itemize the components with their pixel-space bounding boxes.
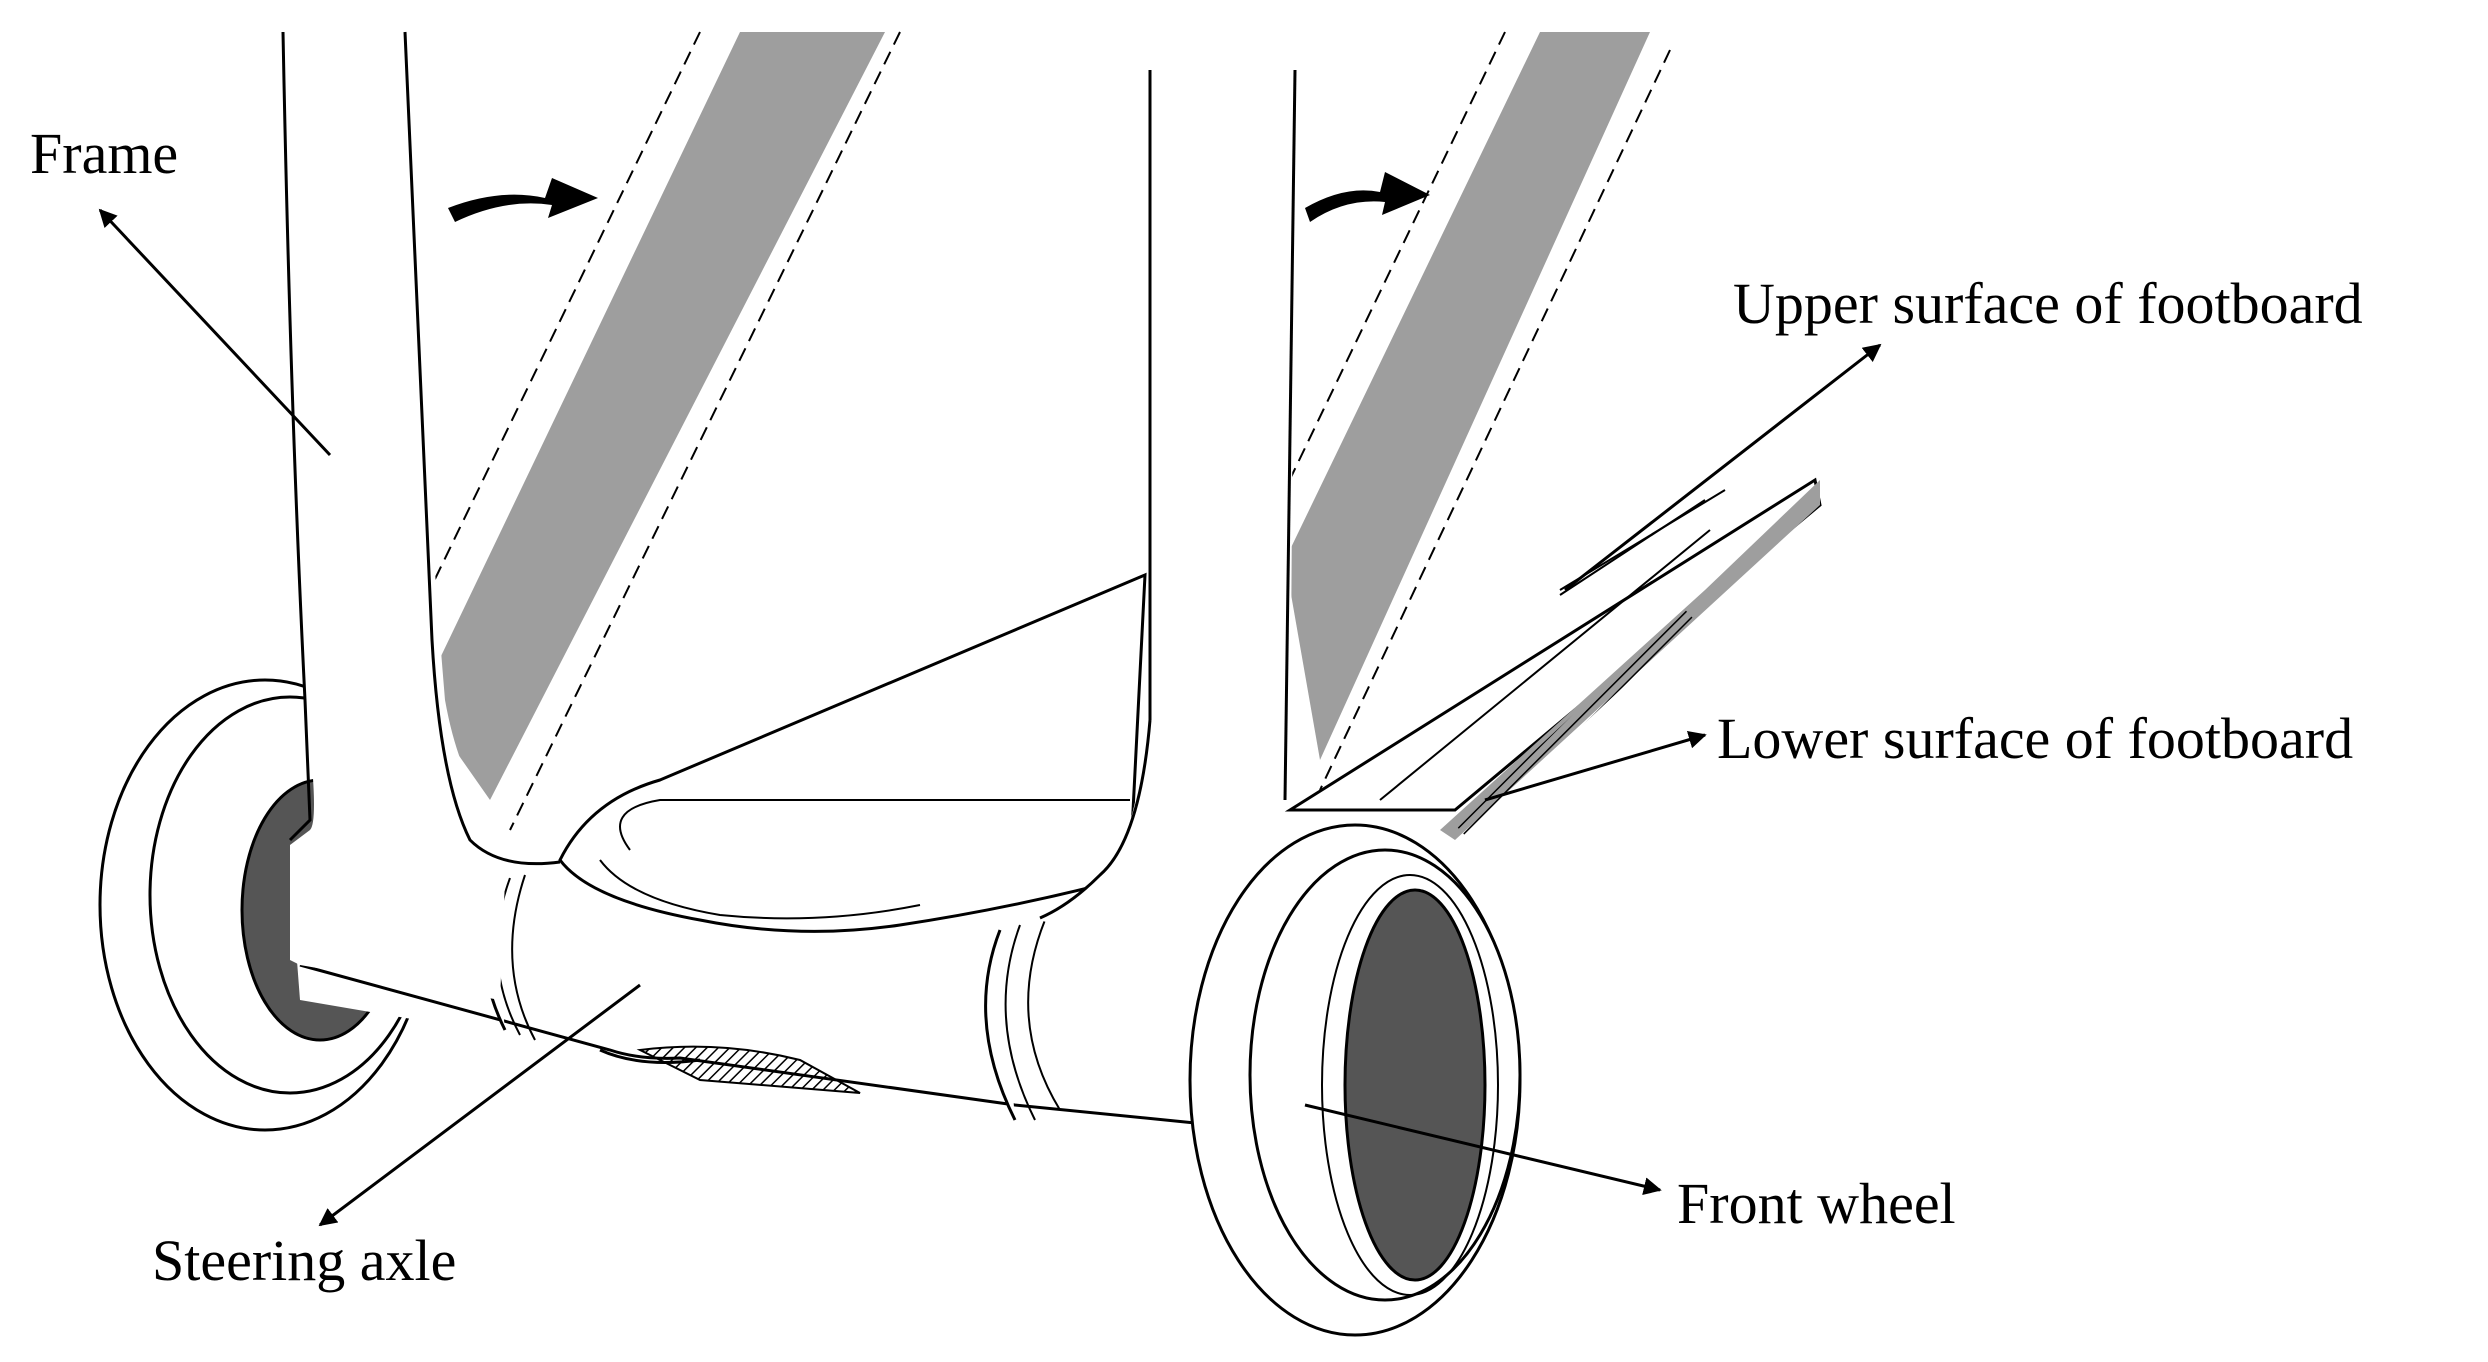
steering-axle-leader <box>318 983 641 1227</box>
steering-axle-label: Steering axle <box>152 1228 457 1293</box>
right-gray-band <box>1279 31 1671 791</box>
lower-surface-leader <box>1484 730 1707 802</box>
lower-surface-label: Lower surface of footboard <box>1717 706 2354 771</box>
frame-label: Frame <box>30 121 179 186</box>
left-frame-leg <box>281 31 620 1000</box>
upper-surface-label: Upper surface of footboard <box>1733 271 2363 336</box>
rotation-arrow-left <box>448 178 598 222</box>
front-wheel-leader <box>1304 1103 1662 1195</box>
right-frame-leg <box>1039 69 1297 930</box>
right-front-wheel <box>1188 823 1522 1337</box>
rotation-arrow-right <box>1305 172 1430 222</box>
left-gray-band <box>419 31 901 831</box>
frame-leader <box>98 208 332 457</box>
footboard-extension <box>1284 477 1822 840</box>
footboard <box>558 572 1147 933</box>
front-wheel-label: Front wheel <box>1677 1171 1956 1236</box>
upper-surface-leader <box>1564 343 1882 592</box>
